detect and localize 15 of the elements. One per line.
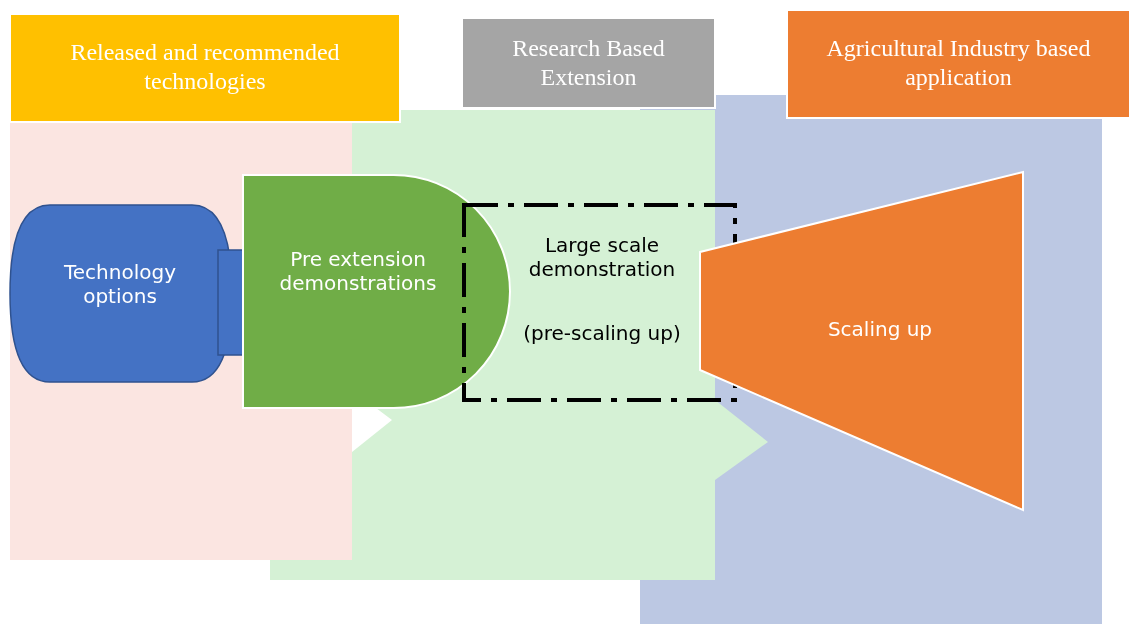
header-box bbox=[10, 14, 400, 122]
trapezoid-shape bbox=[700, 172, 1023, 510]
node-label: Research Based Extension bbox=[511, 34, 666, 92]
connector-bar bbox=[218, 250, 244, 355]
node-label: Agricultural Industry based application bbox=[825, 34, 1092, 92]
half-round-box bbox=[243, 175, 510, 408]
node-label: Released and recommended technologies bbox=[69, 38, 341, 96]
header-box bbox=[462, 18, 715, 108]
node-label: (pre-scaling up) bbox=[522, 321, 682, 345]
rounded-box bbox=[10, 205, 232, 382]
node-label: Scaling up bbox=[826, 317, 934, 341]
header-box bbox=[787, 10, 1130, 118]
node-label: Technology options bbox=[63, 260, 177, 308]
node-label: Pre extension demonstrations bbox=[278, 247, 438, 295]
node-label: Large scale demonstration bbox=[527, 233, 677, 281]
